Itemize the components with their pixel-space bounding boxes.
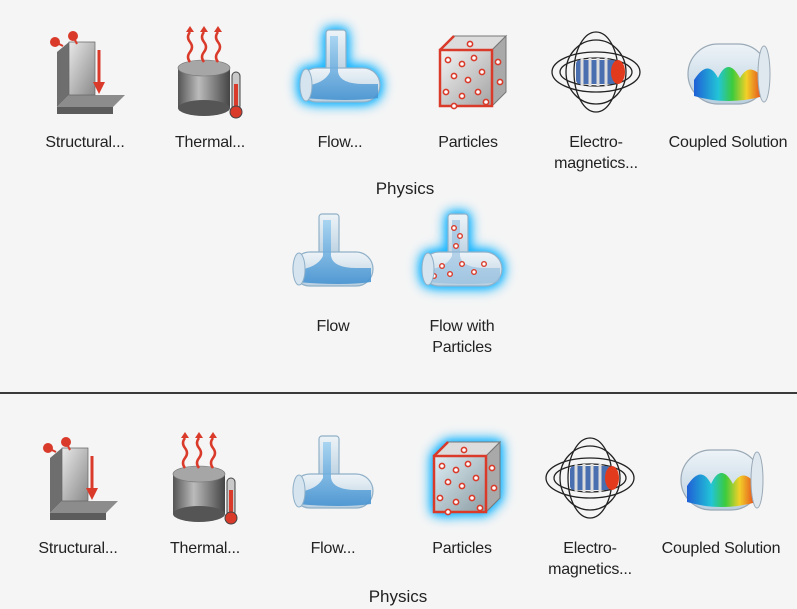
coupled-solution-icon <box>678 22 778 122</box>
electromagnetics-button[interactable]: Electro- magnetics... <box>530 428 650 580</box>
particles-button[interactable]: Particles <box>408 22 528 153</box>
thermal-icon <box>160 22 260 122</box>
electromagnetics-label: Electro- magnetics... <box>548 540 632 578</box>
structural-icon <box>35 22 135 122</box>
flow-submenu-label: Flow <box>316 318 350 335</box>
electromagnetics-button[interactable]: Electro- magnetics... <box>536 22 656 174</box>
thermal-button[interactable]: Thermal... <box>145 428 265 559</box>
flow-icon <box>283 206 383 306</box>
flow-with-particles-label: Flow with Particles <box>429 318 495 356</box>
particles-label: Particles <box>438 134 498 151</box>
thermal-icon <box>155 428 255 528</box>
physics-ribbon-top: Structural... Thermal... Flow... Particl… <box>25 0 796 358</box>
electromagnetics-icon <box>546 22 646 122</box>
flow-icon <box>283 428 383 528</box>
electromagnetics-icon <box>540 428 640 528</box>
flow-submenu-item-flow[interactable]: Flow <box>273 206 393 337</box>
coupled-solution-label: Coupled Solution <box>661 540 781 557</box>
particles-label: Particles <box>432 540 492 557</box>
group-title-physics: Physics <box>375 179 435 198</box>
thermal-button[interactable]: Thermal... <box>150 22 270 153</box>
structural-button[interactable]: Structural... <box>18 428 138 559</box>
coupled-solution-icon <box>671 428 771 528</box>
electromagnetics-label: Electro- magnetics... <box>554 134 638 172</box>
flow-submenu-item-flow-with-particles[interactable]: Flow with Particles <box>402 206 522 358</box>
flow-button[interactable]: Flow... <box>280 22 400 153</box>
particles-icon <box>412 428 512 528</box>
thermal-label: Thermal... <box>169 540 241 557</box>
particles-button[interactable]: Particles <box>402 428 522 559</box>
coupled-solution-button[interactable]: Coupled Solution <box>653 428 789 559</box>
structural-label: Structural... <box>38 540 118 557</box>
flow-with-particles-icon <box>412 206 512 306</box>
flow-button[interactable]: Flow... <box>273 428 393 559</box>
coupled-solution-label: Coupled Solution <box>668 134 788 151</box>
structural-button[interactable]: Structural... <box>25 22 145 153</box>
panel-divider <box>0 392 797 394</box>
thermal-label: Thermal... <box>174 134 246 151</box>
physics-ribbon-bottom: Structural... Thermal... Flow... Particl… <box>0 394 797 609</box>
coupled-solution-button[interactable]: Coupled Solution <box>660 22 796 153</box>
flow-label: Flow... <box>310 540 356 557</box>
group-title-physics: Physics <box>368 587 428 606</box>
flow-icon <box>290 22 390 122</box>
particles-icon <box>418 22 518 122</box>
structural-icon <box>28 428 128 528</box>
flow-label: Flow... <box>317 134 363 151</box>
structural-label: Structural... <box>45 134 125 151</box>
